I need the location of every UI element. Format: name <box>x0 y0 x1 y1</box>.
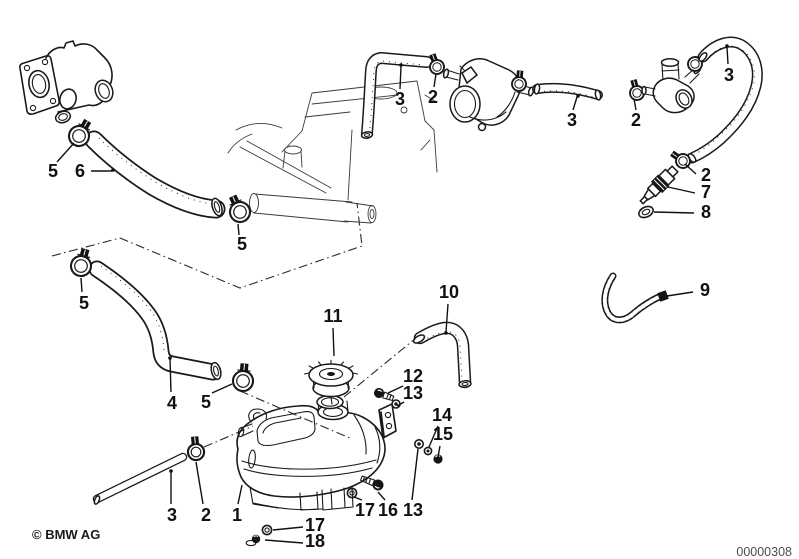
sealing-ring-8 <box>638 205 654 219</box>
callout-label: 14 <box>432 405 452 425</box>
tank-cap-11 <box>303 359 359 405</box>
callout-label: 1 <box>232 505 242 525</box>
washer-13 <box>391 399 401 409</box>
callout-leader-lines <box>56 46 729 544</box>
water-hose-4 <box>88 260 222 381</box>
tee-valve <box>641 57 702 114</box>
callout-label: 16 <box>378 500 398 520</box>
callout-label: 18 <box>305 531 325 551</box>
callout-label: 5 <box>79 293 89 313</box>
callout-label: 12 <box>403 366 423 386</box>
callout-tick-dots <box>111 44 729 473</box>
thermostat-housing <box>19 40 114 124</box>
callout-label: 9 <box>700 280 710 300</box>
callout-label: 5 <box>201 392 211 412</box>
callout-label: 5 <box>48 161 58 181</box>
callout-label: 3 <box>567 110 577 130</box>
hose-clamp-5 <box>222 190 255 227</box>
callout-label: 6 <box>75 161 85 181</box>
callout-label: 4 <box>167 393 177 413</box>
heater-hose-3 <box>360 52 433 139</box>
callout-label: 15 <box>433 424 453 444</box>
callout-label: 2 <box>428 87 438 107</box>
expansion-tank <box>236 359 397 511</box>
callout-label: 2 <box>631 110 641 130</box>
washer-13 <box>413 438 424 449</box>
callout-label: 3 <box>724 65 734 85</box>
screw-12 <box>374 388 395 402</box>
image-number-text: 00000308 <box>736 545 792 559</box>
callout-labels: 5 6 3 2 3 2 3 2 7 8 9 5 5 4 5 11 10 12 1… <box>48 65 734 551</box>
callout-label: 3 <box>167 505 177 525</box>
hose-clamp-5 <box>231 361 256 393</box>
callout-label: 5 <box>237 234 247 254</box>
callout-label: 8 <box>701 202 711 222</box>
callout-label: 3 <box>395 89 405 109</box>
water-valve <box>442 58 535 132</box>
curved-hose-3 <box>686 36 763 164</box>
callout-label: 11 <box>323 306 342 326</box>
connector-hose-3 <box>532 82 603 101</box>
callout-label: 17 <box>305 515 325 535</box>
bolt-16 <box>360 475 384 491</box>
mounting-bracket <box>378 403 397 439</box>
overflow-hose-3 <box>92 452 188 505</box>
callout-label: 2 <box>201 505 211 525</box>
vent-hose-10 <box>412 321 472 389</box>
nut-18 <box>245 534 261 547</box>
copyright-text: © BMW AG <box>32 527 100 542</box>
washer-17 <box>346 487 358 499</box>
callout-label: 2 <box>701 165 711 185</box>
washer-14 <box>423 446 433 456</box>
retaining-strap-9 <box>601 272 674 324</box>
engine-outline-sketch <box>227 80 438 224</box>
callout-label: 13 <box>403 500 423 520</box>
gasket-ring <box>54 110 72 124</box>
dash-dot-reference-lines <box>51 202 417 448</box>
callout-label: 10 <box>439 282 459 302</box>
washer-17 <box>261 524 273 536</box>
callout-label: 13 <box>403 383 423 403</box>
hose-clamp-2 <box>185 434 206 462</box>
bleeder-fitting-7 <box>639 165 679 205</box>
callout-label: 17 <box>355 500 375 520</box>
water-hose-6 <box>84 130 226 219</box>
neck-seal-ring <box>316 394 344 410</box>
callout-label: 7 <box>701 182 711 202</box>
